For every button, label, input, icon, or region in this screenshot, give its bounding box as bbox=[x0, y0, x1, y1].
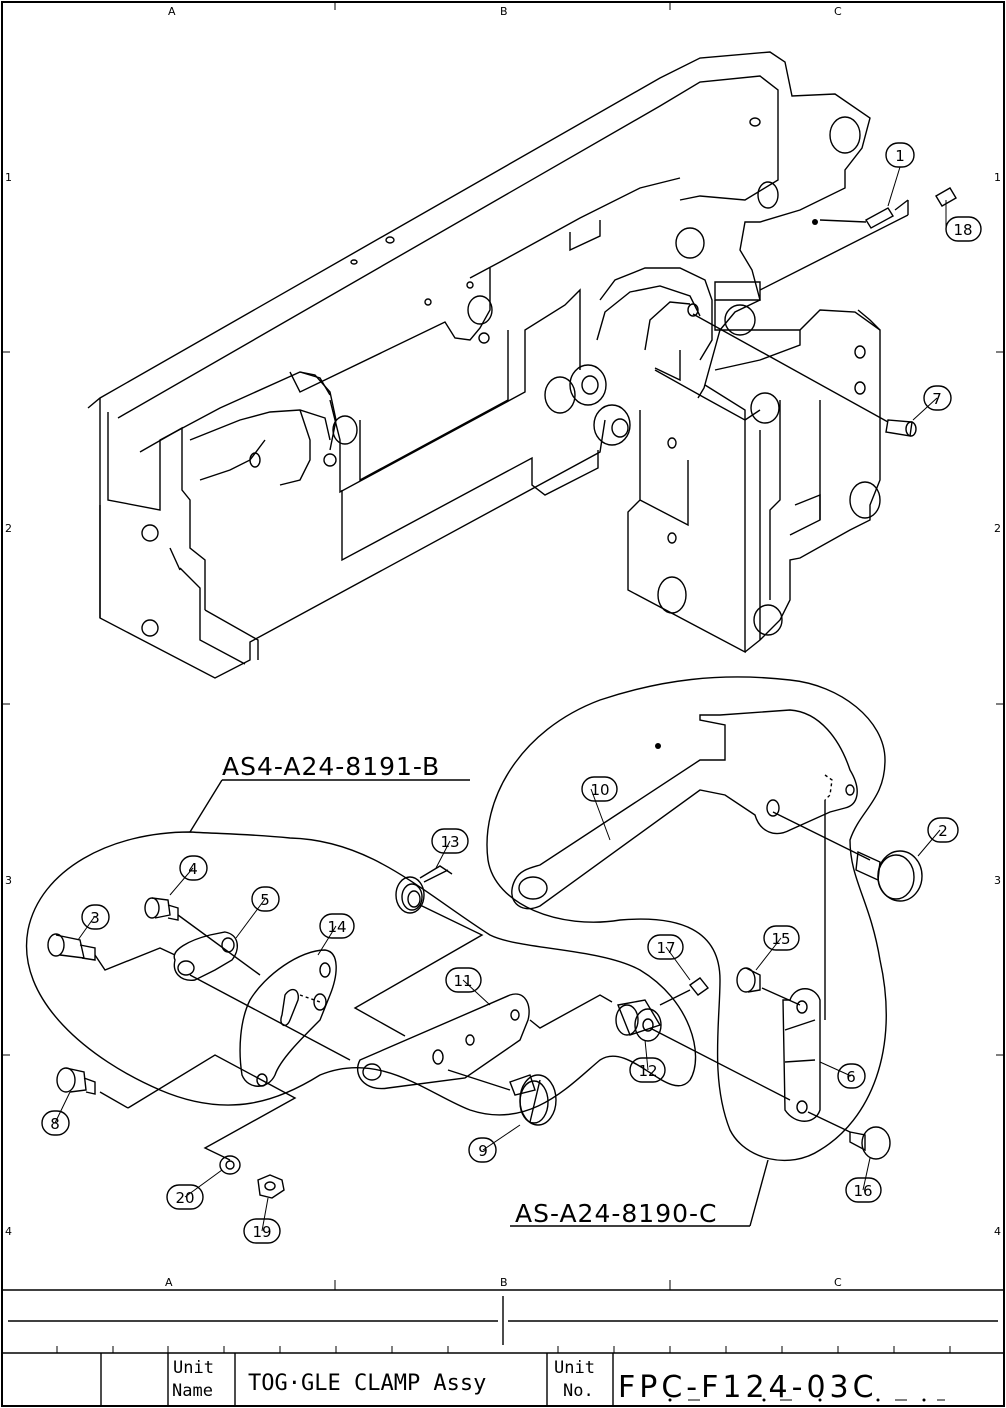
grid-row-4-right: 4 bbox=[994, 1225, 1001, 1238]
pin-1-drawing bbox=[760, 200, 908, 290]
link-6-drawing bbox=[783, 989, 820, 1122]
washer-20-drawing bbox=[220, 1156, 240, 1174]
spring-13-drawing bbox=[355, 866, 482, 1036]
callout-7: 7 bbox=[932, 390, 942, 408]
nut-19-drawing bbox=[258, 1175, 284, 1198]
callout-10: 10 bbox=[590, 781, 609, 799]
grid-col-c-top: C bbox=[834, 5, 842, 18]
grid-col-a-bottom: A bbox=[165, 1276, 173, 1289]
grid-col-a-top: A bbox=[168, 5, 176, 18]
grid-col-b-top: B bbox=[500, 5, 508, 18]
assy-left-boundary bbox=[27, 832, 696, 1115]
assy-right-boundary bbox=[487, 677, 886, 1160]
grid-row-3-left: 3 bbox=[5, 874, 12, 887]
unit-no-label-line2: No. bbox=[563, 1381, 594, 1401]
callout-15: 15 bbox=[771, 930, 790, 948]
grid-col-c-bottom: C bbox=[834, 1276, 842, 1289]
lever-10-dot bbox=[655, 743, 661, 749]
lever-10-drawing bbox=[512, 710, 870, 1020]
callout-13: 13 bbox=[440, 833, 459, 851]
grid-row-1-right: 1 bbox=[994, 171, 1001, 184]
callout-18: 18 bbox=[953, 221, 972, 239]
grid-row-1-left: 1 bbox=[5, 171, 12, 184]
grid-row-2-right: 2 bbox=[994, 522, 1001, 535]
callout-5: 5 bbox=[260, 891, 270, 909]
callout-6: 6 bbox=[846, 1068, 856, 1086]
clamp-body-illustration bbox=[88, 52, 880, 678]
roller-12-drawing bbox=[616, 1000, 790, 1100]
pin-16-drawing bbox=[808, 1112, 890, 1159]
grid-row-4-left: 4 bbox=[5, 1225, 12, 1238]
unit-name-value: TOG·GLE CLAMP Assy bbox=[248, 1371, 486, 1396]
callout-14: 14 bbox=[327, 918, 346, 936]
callout-9: 9 bbox=[478, 1142, 488, 1160]
assy-right-label: AS-A24-8190-C bbox=[515, 1199, 717, 1228]
callout-19: 19 bbox=[252, 1223, 271, 1241]
unit-no-label-line1: Unit bbox=[554, 1358, 595, 1378]
callout-11: 11 bbox=[453, 972, 472, 990]
unit-name-label-line1: Unit bbox=[173, 1358, 214, 1378]
assy-left-label: AS4-A24-8191-B bbox=[222, 752, 440, 781]
unit-name-label-line2: Name bbox=[172, 1381, 213, 1401]
pin-1-dot bbox=[812, 219, 818, 225]
screw-3-drawing bbox=[48, 934, 175, 970]
callout-12: 12 bbox=[638, 1062, 657, 1080]
callout-3: 3 bbox=[90, 909, 100, 927]
callout-2: 2 bbox=[938, 822, 948, 840]
title-block-ticks bbox=[57, 1346, 950, 1353]
pin-7-drawing bbox=[693, 314, 916, 436]
callout-16: 16 bbox=[853, 1182, 872, 1200]
callout-1: 1 bbox=[895, 147, 905, 165]
grid-row-3-right: 3 bbox=[994, 874, 1001, 887]
callout-4: 4 bbox=[188, 860, 198, 878]
callout-17: 17 bbox=[656, 939, 675, 957]
callout-20: 20 bbox=[175, 1189, 194, 1207]
unit-no-value: FPC-F124-03C bbox=[618, 1370, 878, 1405]
grid-col-b-bottom: B bbox=[500, 1276, 508, 1289]
grid-row-2-left: 2 bbox=[5, 522, 12, 535]
callout-8: 8 bbox=[50, 1115, 60, 1133]
plate-14-drawing bbox=[128, 950, 336, 1160]
screw-8-drawing bbox=[57, 1068, 128, 1108]
callout-bubbles bbox=[42, 143, 981, 1243]
